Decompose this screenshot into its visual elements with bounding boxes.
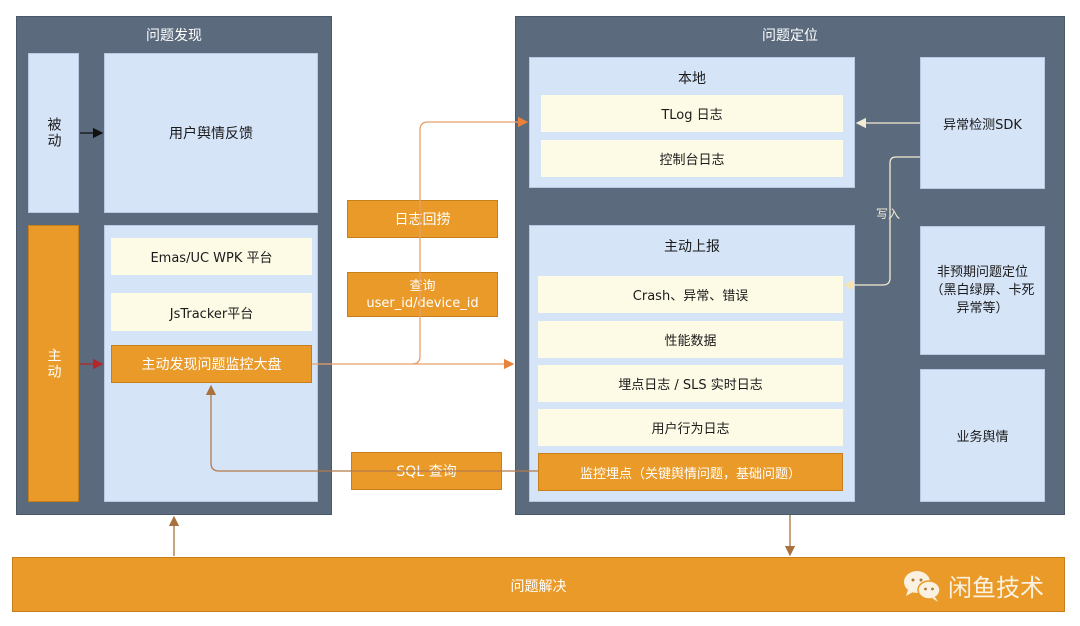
monitor-tracking: 监控埋点（关键舆情问题，基础问题） — [538, 453, 843, 491]
passive-label: 被动 — [45, 117, 62, 149]
user-feedback-box: 用户舆情反馈 — [104, 53, 318, 213]
unexpected-line1: 非预期问题定位 — [936, 264, 1028, 280]
unexpected-box: 非预期问题定位 （黑白绿屏、卡死 异常等） — [920, 226, 1045, 355]
query-id-line1: 查询 — [409, 278, 436, 294]
sql-query-box: SQL 查询 — [351, 452, 502, 490]
location-title: 问题定位 — [762, 28, 818, 44]
log-retrieval-label: 日志回捞 — [394, 212, 451, 228]
report-item-behavior: 用户行为日志 — [538, 409, 843, 446]
user-feedback-label: 用户舆情反馈 — [169, 126, 253, 142]
local-item-console-label: 控制台日志 — [659, 153, 725, 168]
monitor-dashboard: 主动发现问题监控大盘 — [111, 345, 312, 383]
report-item-crash-label: Crash、异常、错误 — [632, 289, 749, 304]
platform-emas-label: Emas/UC WPK 平台 — [150, 251, 273, 266]
wechat-icon — [904, 570, 941, 602]
report-item-crash: Crash、异常、错误 — [538, 276, 843, 313]
sdk-label: 异常检测SDK — [943, 117, 1022, 133]
report-item-performance: 性能数据 — [538, 321, 843, 358]
report-item-tracking: 埋点日志 / SLS 实时日志 — [538, 365, 843, 402]
resolution-label: 问题解决 — [510, 579, 567, 595]
platform-jstracker-label: JsTracker平台 — [169, 306, 254, 322]
active-label: 主动 — [45, 347, 62, 380]
watermark: 闲鱼技术 — [902, 568, 1044, 603]
query-id-line2: user_id/device_id — [366, 295, 479, 311]
sql-query-label: SQL 查询 — [396, 464, 457, 480]
unexpected-line2: （黑白绿屏、卡死 — [930, 282, 1035, 298]
passive-box: 被动 — [28, 53, 79, 213]
monitor-tracking-label: 监控埋点（关键舆情问题，基础问题） — [579, 466, 801, 482]
local-item-tlog-label: TLog 日志 — [661, 108, 723, 123]
platform-jstracker: JsTracker平台 — [111, 293, 312, 331]
write-label: 写入 — [876, 207, 901, 221]
resolution-bar: 问题解决 闲鱼技术 — [12, 557, 1065, 612]
report-item-performance-label: 性能数据 — [664, 334, 717, 349]
watermark-text: 闲鱼技术 — [948, 574, 1044, 602]
platform-emas: Emas/UC WPK 平台 — [111, 238, 312, 275]
active-box: 主动 — [28, 225, 79, 502]
local-title: 本地 — [678, 71, 706, 87]
monitor-dashboard-label: 主动发现问题监控大盘 — [141, 357, 282, 373]
arrow-log-retrieval — [411, 116, 529, 365]
log-retrieval-box: 日志回捞 — [347, 200, 498, 238]
discovery-title: 问题发现 — [146, 28, 202, 44]
report-item-behavior-label: 用户行为日志 — [651, 422, 730, 437]
business-sentiment-box: 业务舆情 — [920, 369, 1045, 502]
unexpected-line3: 异常等） — [956, 300, 1009, 316]
query-id-box: 查询 user_id/device_id — [347, 272, 498, 317]
local-item-tlog: TLog 日志 — [541, 95, 843, 132]
report-item-tracking-label: 埋点日志 / SLS 实时日志 — [618, 378, 763, 393]
sdk-box: 异常检测SDK — [920, 57, 1045, 189]
local-item-console: 控制台日志 — [541, 140, 843, 177]
active-report-title: 主动上报 — [664, 239, 720, 255]
business-sentiment-label: 业务舆情 — [956, 430, 1009, 445]
